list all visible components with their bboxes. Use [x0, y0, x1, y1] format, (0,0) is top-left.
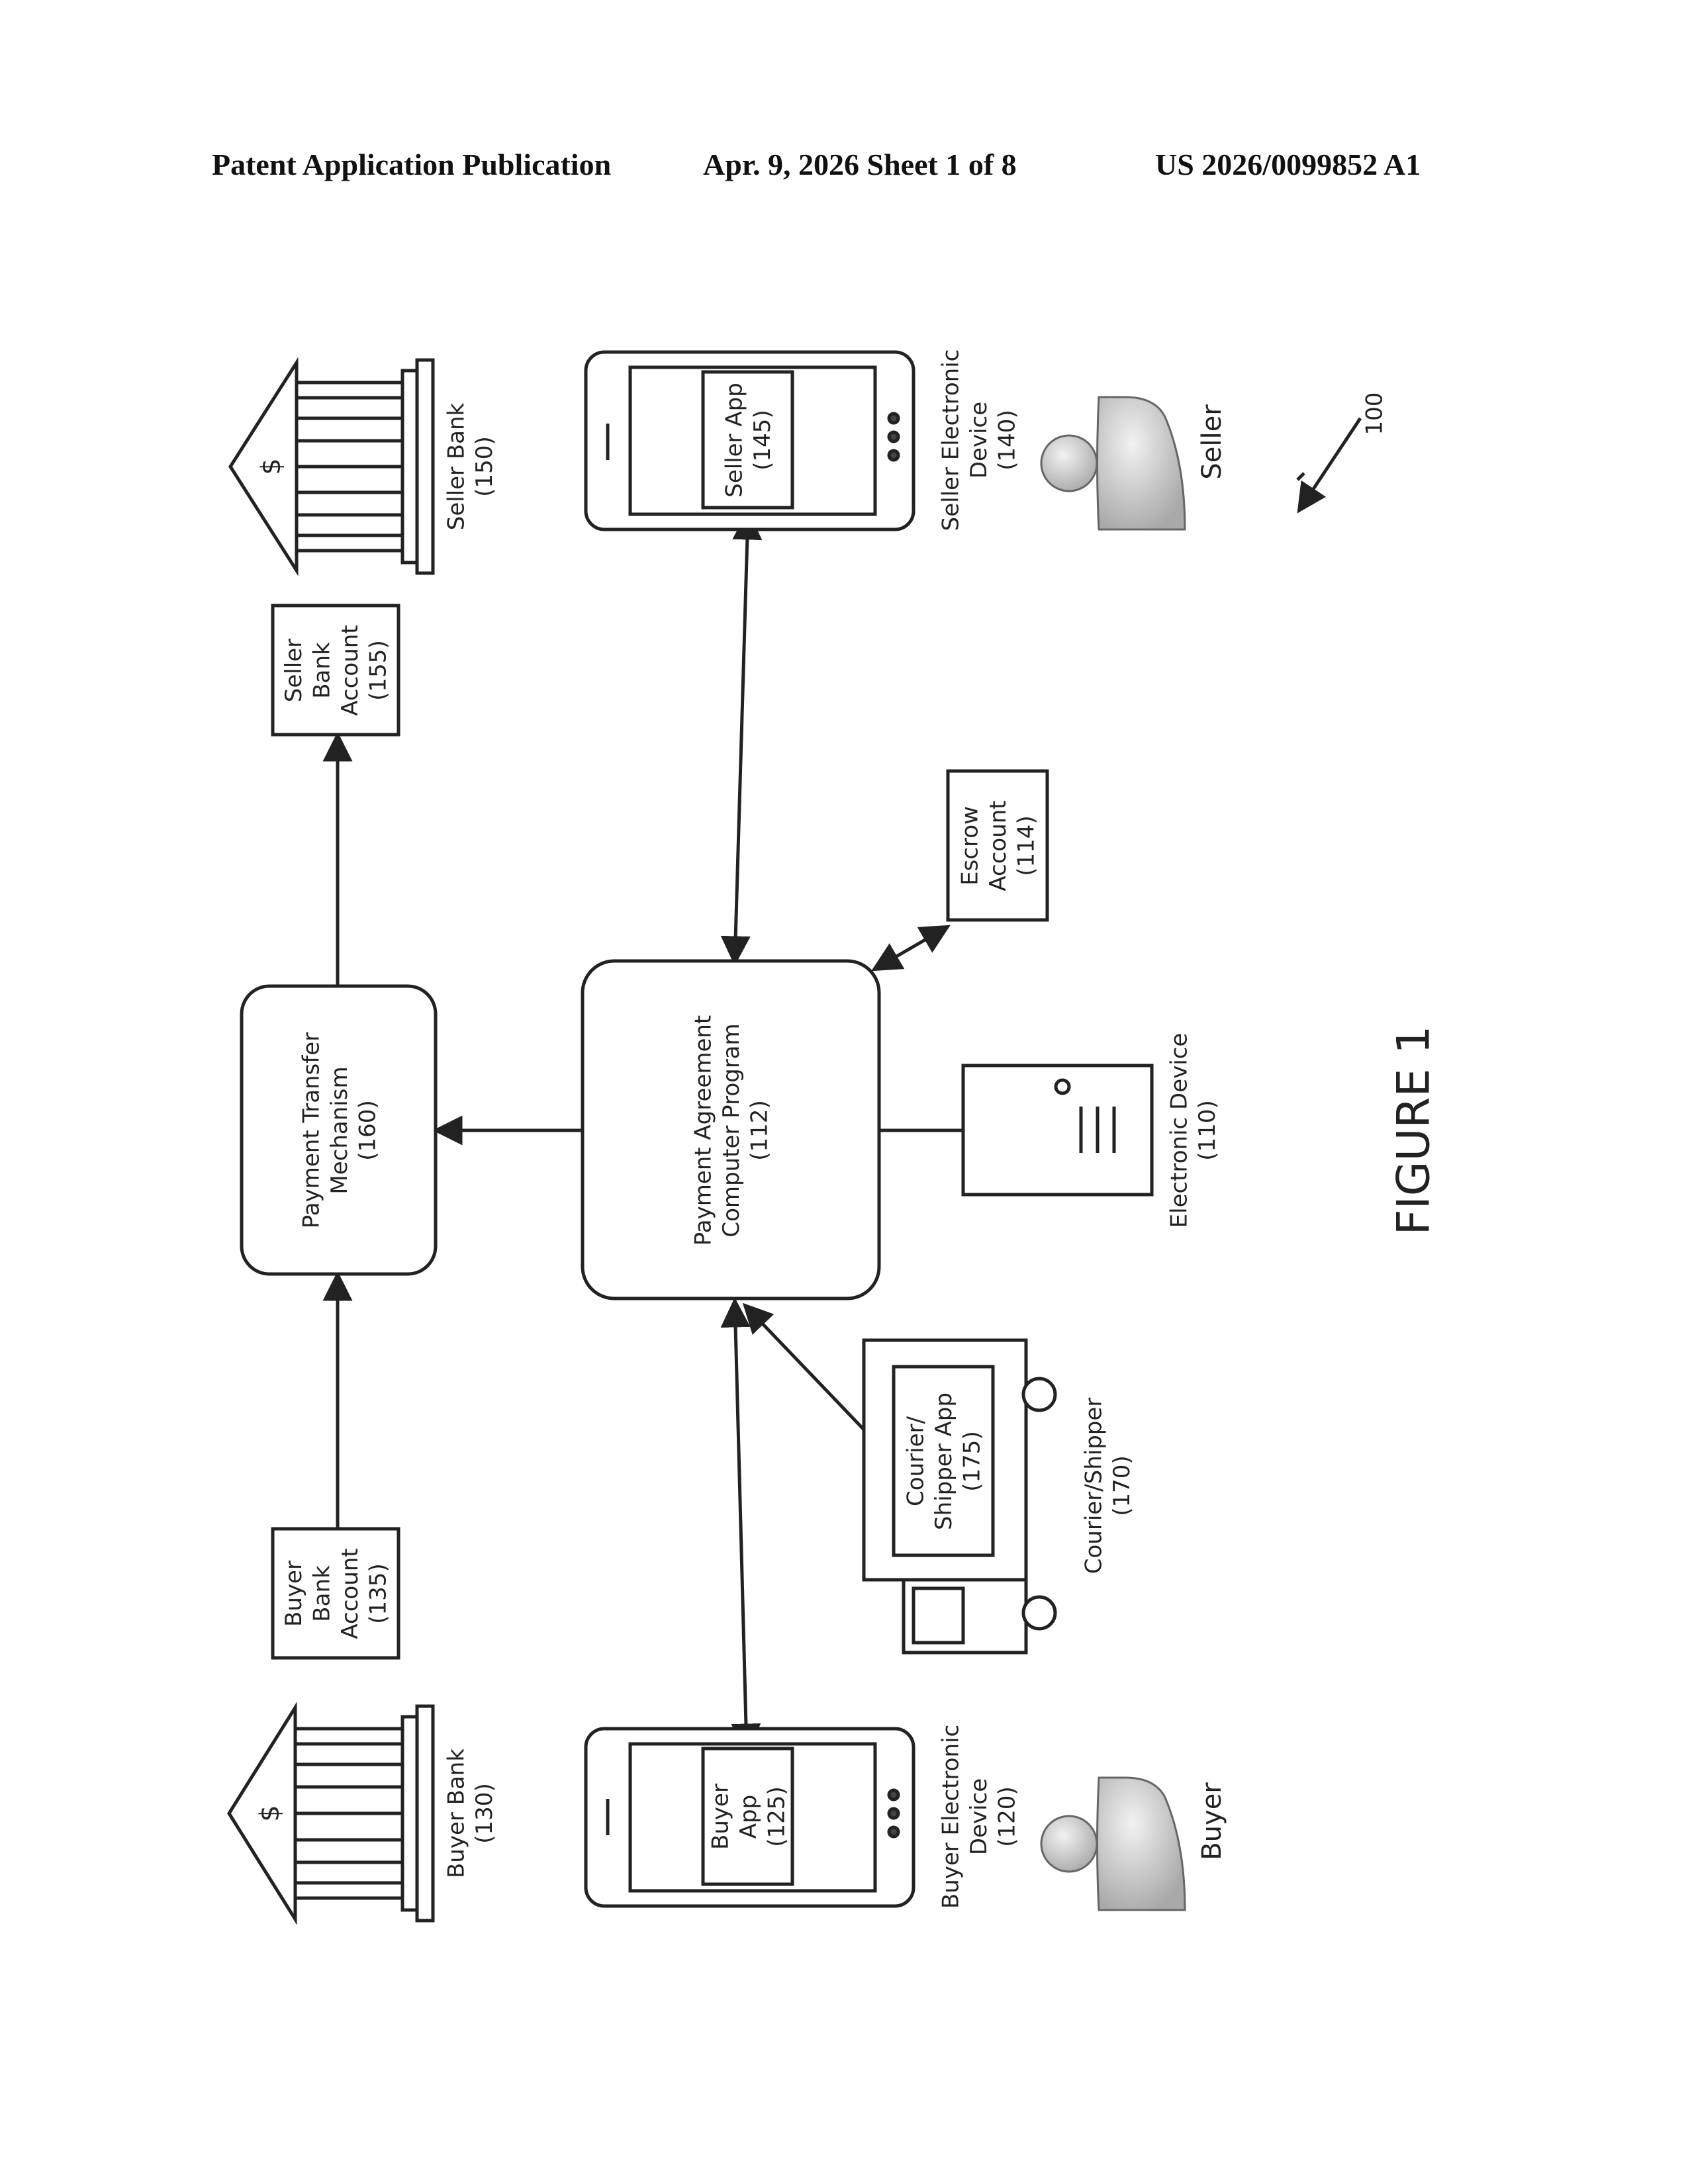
label-line: Account	[337, 1548, 363, 1639]
arrow-program-seller-app	[735, 513, 748, 963]
label-line: (155)	[365, 640, 392, 700]
label-line: Courier/	[902, 1416, 929, 1506]
label-line: Seller Bank	[444, 402, 470, 530]
label-line: Seller	[1197, 404, 1227, 480]
label-line: Device	[966, 1778, 992, 1855]
buyer-device-label: Buyer ElectronicDevice(120)	[937, 1725, 1020, 1909]
label-line: (170)	[1109, 1455, 1135, 1516]
label-line: (114)	[1013, 815, 1039, 876]
ref-arrow-stub	[1297, 473, 1304, 480]
label-line: Bank	[309, 1565, 336, 1622]
buyer-person-icon	[1041, 1778, 1185, 1910]
label-line: Buyer	[281, 1561, 307, 1627]
buyer-label: Buyer	[1197, 1782, 1227, 1860]
label-line: (110)	[1194, 1100, 1221, 1160]
label-line: Device	[966, 402, 992, 478]
label-line: (130)	[471, 1783, 498, 1843]
seller-bank-label: Seller Bank(150)	[444, 402, 498, 530]
label-line: (120)	[994, 1786, 1020, 1846]
label-line: Bank	[309, 642, 336, 699]
label-line: Seller App	[722, 383, 748, 498]
label-line: Buyer	[1197, 1782, 1227, 1860]
label-line: Mechanism	[326, 1066, 353, 1194]
label-line: Electronic Device	[1166, 1033, 1193, 1228]
label-line: (112)	[746, 1100, 773, 1160]
electronic-device-icon	[963, 1066, 1152, 1195]
arrow-program-buyer-app	[735, 1300, 747, 1751]
label-line: Courier/Shipper	[1081, 1398, 1107, 1574]
figure-ref-number: 100	[1362, 392, 1388, 435]
buyer-bank-label: Buyer Bank(130)	[444, 1749, 498, 1878]
label-line: (140)	[994, 410, 1020, 470]
arrow-program-escrow	[874, 927, 948, 970]
figure-title: FIGURE 1	[1388, 1026, 1440, 1236]
electronic-device-label: Electronic Device(110)	[1166, 1033, 1221, 1228]
label-line: Computer Program	[718, 1023, 745, 1237]
label-line: Payment Agreement	[690, 1015, 716, 1246]
label-line: (160)	[354, 1100, 381, 1160]
label-line: Account	[985, 800, 1011, 891]
label-line: Payment Transfer	[298, 1032, 324, 1228]
seller-label: Seller	[1197, 404, 1227, 480]
label-line: Account	[337, 625, 363, 715]
label-line: (125)	[763, 1786, 790, 1846]
label-line: (150)	[471, 436, 498, 496]
seller-device-label: Seller ElectronicDevice(140)	[937, 349, 1020, 531]
buyer-bank-dollar: $	[255, 1805, 285, 1821]
label-line: (145)	[749, 410, 776, 470]
label-line: (135)	[365, 1563, 392, 1623]
label-line: (175)	[959, 1431, 985, 1491]
label-line: Escrow	[957, 806, 983, 886]
seller-person-icon	[1041, 397, 1185, 529]
label-line: App	[735, 1795, 762, 1839]
label-line: Seller	[281, 639, 307, 702]
courier-label: Courier/Shipper(170)	[1081, 1398, 1136, 1574]
seller-bank-dollar: $	[256, 458, 287, 475]
ref-arrow-100	[1299, 418, 1360, 511]
label-line: Buyer	[707, 1784, 733, 1850]
courier-truck-icon	[864, 1340, 1055, 1653]
label-line: Buyer Electronic	[937, 1725, 964, 1909]
label-line: Seller Electronic	[937, 349, 964, 531]
label-line: Shipper App	[931, 1392, 957, 1530]
label-line: Buyer Bank	[444, 1749, 470, 1878]
